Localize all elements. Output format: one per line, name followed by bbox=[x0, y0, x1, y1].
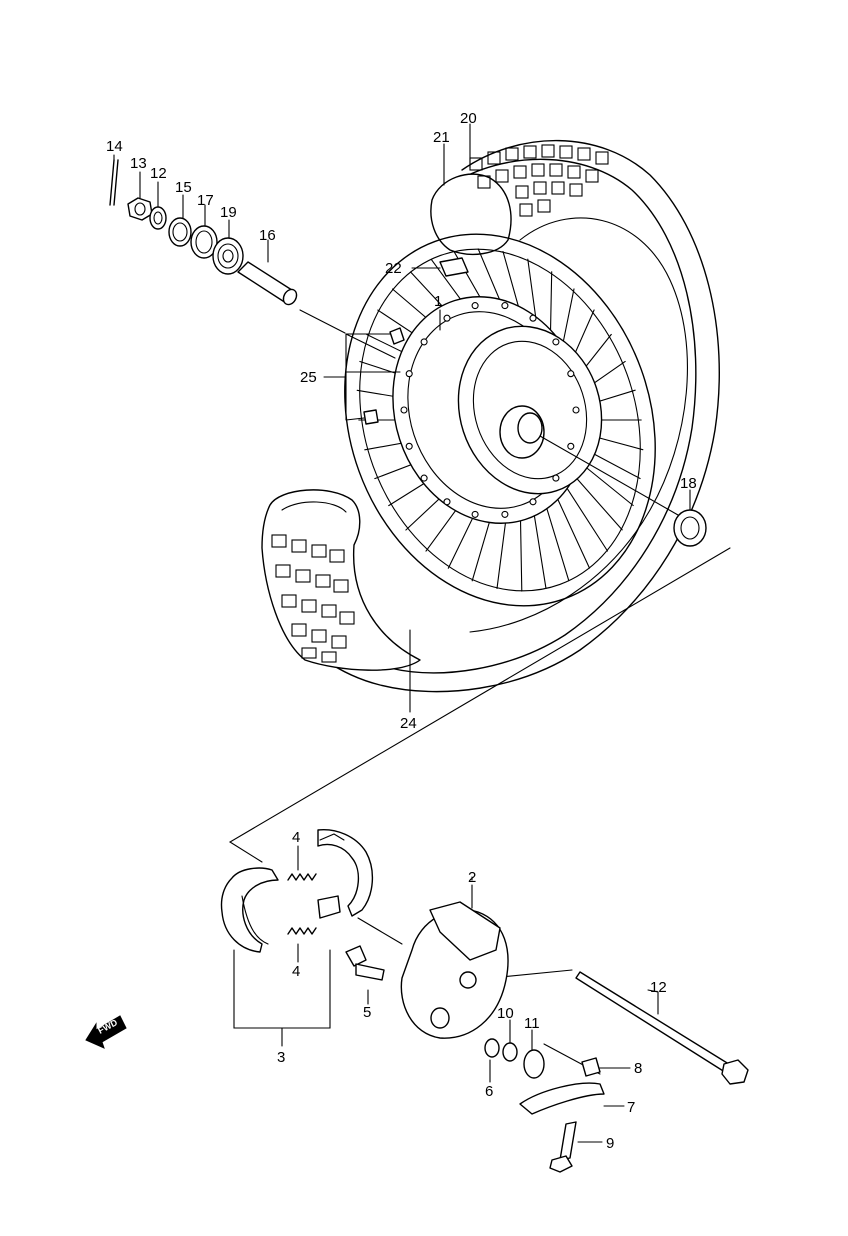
small-brake-parts bbox=[484, 1038, 605, 1173]
brake-panel bbox=[400, 901, 509, 1039]
cotter-pin-icon bbox=[109, 159, 115, 206]
spring-clip-icon bbox=[523, 1049, 545, 1079]
nut-icon bbox=[581, 1057, 601, 1077]
hub-hole bbox=[529, 498, 537, 506]
part-label-21: 20 bbox=[460, 110, 477, 127]
leader-lines bbox=[113, 123, 691, 1143]
brake-arm-icon bbox=[519, 1082, 605, 1115]
hub-hole bbox=[501, 510, 509, 518]
bolt-icon bbox=[559, 1121, 577, 1161]
part-label-13: 12 bbox=[150, 165, 167, 182]
hub-hole bbox=[471, 510, 479, 518]
part-label-25: 25 bbox=[300, 369, 317, 386]
part-labels: 14 13 12 15 17 19 16 20 21 22 1 25 18 24… bbox=[106, 110, 697, 1152]
part-label-4-lower: 4 bbox=[292, 963, 300, 980]
wheel-hub bbox=[392, 296, 603, 524]
hub-hole bbox=[405, 370, 413, 378]
washer-icon bbox=[484, 1038, 500, 1058]
part-label-3: 3 bbox=[277, 1049, 285, 1066]
oil-seal-icon bbox=[168, 217, 192, 247]
spring-icon bbox=[287, 927, 317, 935]
hub-hole bbox=[420, 338, 428, 346]
part-label-17: 16 bbox=[259, 227, 276, 244]
part-label-15: 14 bbox=[106, 138, 123, 155]
hub-hole bbox=[443, 498, 451, 506]
part-label-18: 17 bbox=[197, 192, 214, 209]
seal-icon bbox=[502, 1042, 518, 1062]
hub-hole bbox=[552, 338, 560, 346]
front-axle bbox=[575, 971, 749, 1085]
tube-valve bbox=[439, 257, 469, 277]
hub-bolts bbox=[323, 327, 405, 425]
part-label-2: 2 bbox=[468, 869, 476, 886]
bearing-icon bbox=[212, 237, 244, 275]
part-label-24: 24 bbox=[400, 715, 417, 732]
part-label-9: 9 bbox=[606, 1135, 614, 1152]
spring-icon bbox=[287, 873, 317, 881]
hub-hole bbox=[567, 442, 575, 450]
hub-hole bbox=[420, 474, 428, 482]
part-label-4-upper: 4 bbox=[292, 829, 300, 846]
part-label-1: 1 bbox=[434, 293, 442, 310]
axle-parts bbox=[109, 159, 346, 334]
nut-icon bbox=[127, 197, 153, 221]
brake-shoes bbox=[220, 829, 374, 1047]
part-label-20: 19 bbox=[220, 204, 237, 221]
hub-hole bbox=[405, 442, 413, 450]
part-label-10: 10 bbox=[497, 1005, 514, 1022]
part-label-7: 7 bbox=[627, 1099, 635, 1116]
washer-icon bbox=[149, 206, 167, 230]
part-label-23: 22 bbox=[385, 260, 402, 277]
part-label-5: 5 bbox=[363, 1004, 371, 1021]
part-label-11: 11 bbox=[524, 1015, 540, 1032]
part-label-22: 21 bbox=[433, 129, 450, 146]
hub-hole bbox=[572, 406, 580, 414]
part-label-14: 13 bbox=[130, 155, 147, 172]
hub-hole bbox=[443, 314, 451, 322]
spacer-icon bbox=[190, 225, 218, 259]
hub-hole bbox=[471, 302, 479, 310]
part-label-8: 8 bbox=[634, 1060, 642, 1077]
hub-hole bbox=[552, 474, 560, 482]
part-label-16: 15 bbox=[175, 179, 192, 196]
hub-hole bbox=[529, 314, 537, 322]
hub-hole bbox=[400, 406, 408, 414]
hub-hole bbox=[501, 302, 509, 310]
tire bbox=[261, 139, 720, 693]
brake-cam bbox=[345, 945, 385, 1005]
part-label-12: 12 bbox=[650, 979, 667, 996]
hub-hole bbox=[567, 370, 575, 378]
part-label-19: 18 bbox=[680, 475, 697, 492]
fwd-arrow-icon: FWD bbox=[85, 1015, 127, 1049]
part-label-6: 6 bbox=[485, 1083, 493, 1100]
bearing-19 bbox=[539, 435, 707, 547]
